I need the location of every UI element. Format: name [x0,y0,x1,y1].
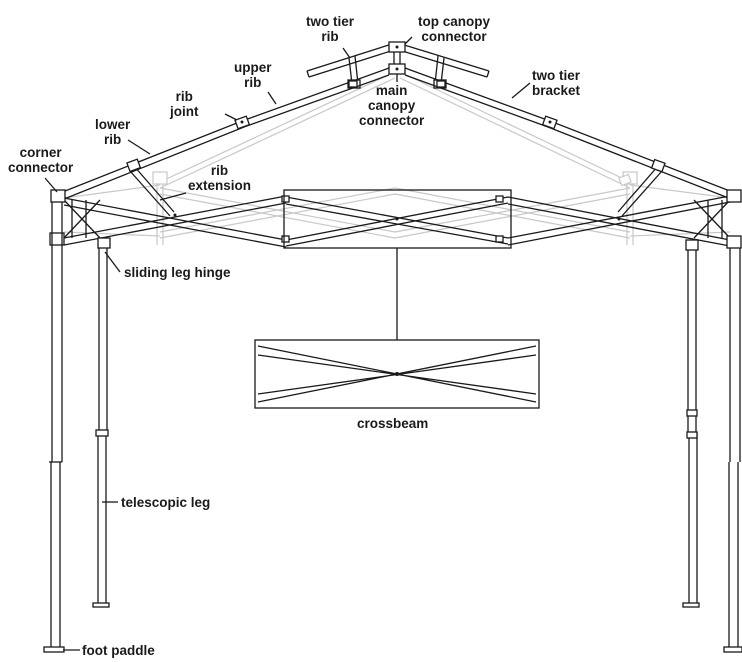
label-telescopic-leg: telescopic leg [121,495,211,510]
legs [43,189,742,653]
crossbeam-zoom-callout [254,189,540,409]
back-frame [63,71,731,245]
label-crossbeam: crossbeam [357,416,429,431]
front-ribs [59,67,736,217]
front-crossbeam [63,195,731,248]
two-tier-top [306,41,490,89]
label-sliding-leg-hinge: sliding leg hinge [124,265,231,280]
label-foot-paddle: foot paddle [82,643,155,658]
leader-lines [44,36,531,651]
